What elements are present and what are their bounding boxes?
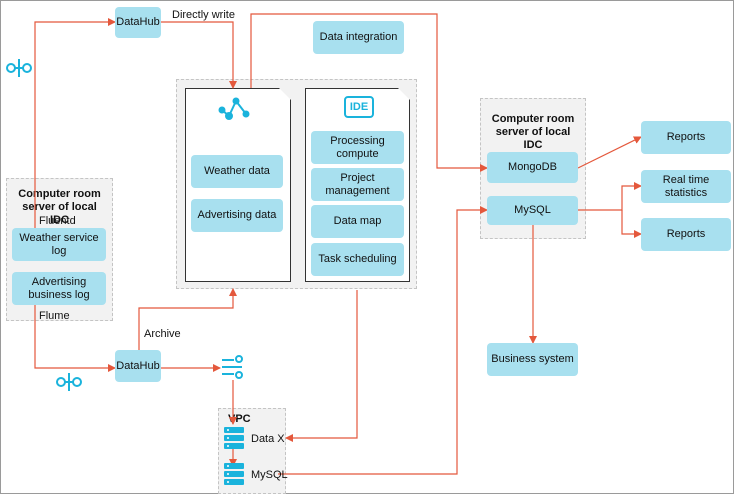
ide-icon: IDE — [344, 96, 374, 118]
ide-icon-text: IDE — [349, 101, 369, 113]
datahub-top-box: DataHub — [115, 7, 161, 38]
idc-right-title: Computer room server of local IDC — [491, 113, 575, 151]
data-map-box: Data map — [311, 205, 404, 238]
datahub-icon — [6, 59, 32, 77]
line-vpc-mysql-to-idc — [278, 206, 488, 475]
weather-service-log-box: Weather service log — [12, 228, 106, 261]
mysql-idc-box: MySQL — [487, 196, 578, 225]
advertising-data-box: Advertising data — [191, 199, 283, 232]
line-ide-to-datax — [285, 290, 358, 442]
advertising-business-log-box: Advertising business log — [12, 272, 106, 305]
line-flume-to-datahub — [34, 300, 116, 372]
line-fluentd-to-datahub — [34, 18, 116, 230]
project-management-box: Project management — [311, 168, 404, 201]
data-integration-box: Data integration — [313, 21, 404, 54]
line-mysql-to-reports2 — [621, 210, 642, 238]
reports-box-2: Reports — [641, 218, 731, 251]
processing-compute-box: Processing compute — [311, 131, 404, 164]
fluentd-label: Fluentd — [39, 215, 76, 227]
maxcompute-icon — [218, 97, 250, 120]
line-datahub-to-maxcompute — [161, 21, 237, 89]
archive-label: Archive — [144, 328, 181, 340]
line-datahub-archive — [138, 288, 237, 350]
flume-label: Flume — [39, 310, 70, 322]
business-system-box: Business system — [487, 343, 578, 376]
data-x-label: Data X — [251, 433, 285, 445]
datahub-bottom-box: DataHub — [115, 350, 161, 382]
reports-box-1: Reports — [641, 121, 731, 154]
mongodb-box: MongoDB — [487, 152, 578, 183]
mysql-vpc-label: MySQL — [251, 469, 288, 481]
line-maxcompute-to-mongodb — [250, 13, 488, 172]
real-time-statistics-box: Real time statistics — [641, 170, 731, 203]
directly-write-label: Directly write — [172, 9, 235, 21]
server-icon — [224, 427, 244, 449]
idc-left-title: Computer room server of local IDC — [18, 188, 101, 226]
weather-data-box: Weather data — [191, 155, 283, 188]
server-icon — [224, 463, 244, 485]
line-mongodb-to-reports — [577, 136, 642, 169]
task-scheduling-box: Task scheduling — [311, 243, 404, 276]
datahub-icon — [56, 373, 82, 391]
stream-icon — [222, 355, 243, 379]
line-mysql-to-realtime — [578, 182, 642, 211]
